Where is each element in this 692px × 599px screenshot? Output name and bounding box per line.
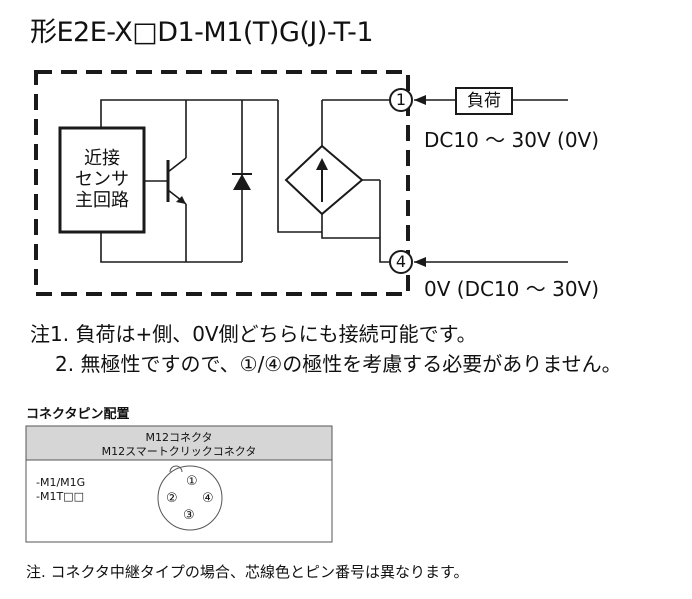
connector-header-line2: M12スマートクリックコネクタ [101,445,257,458]
connector-pin-3: ③ [183,508,195,523]
top-rail-wire [100,99,278,128]
sensor-block-line3: 主回路 [75,190,129,211]
sensor-block-box [58,126,146,234]
bridge-diamond [284,144,364,216]
terminal4-wire [321,214,389,263]
connector-header-line1: M12コネクタ [145,431,213,444]
load-box [455,87,513,115]
footer-note: 注. コネクタ中継タイプの場合、芯線色とピン番号は異なります。 [26,563,469,581]
load-label: 負荷 [467,91,501,111]
note-2: 2. 無極性ですので、①/④の極性を考慮する必要がありません。 [55,352,622,376]
note-1: 注1. 負荷は+側、0V側どちらにも接続可能です。 [30,322,477,346]
sensor-housing-outline [34,70,410,296]
connector-face [157,465,223,531]
connector-model-line1: -M1/M1G [36,476,86,489]
transistor-emitter-arrow [176,196,186,204]
diode-symbol [233,174,251,190]
sensor-block-line1: 近接 [84,148,120,169]
terminal-1-circle [389,88,413,112]
terminal4-arrow [414,257,426,267]
bottom-rail-wire [100,232,242,263]
bridge-arrow-head [316,158,328,170]
connector-key [169,465,183,473]
connector-section-title: コネクタピン配置 [26,407,130,422]
page-title: 形E2E-X□D1-M1(T)G(J)-T-1 [30,17,374,48]
bridge-left-wire [277,100,322,233]
transistor-collector [167,157,187,173]
connector-pin-1: ① [186,474,198,489]
sensor-block-label: 近接 センサ 主回路 [60,148,144,211]
sensor-block-line2: センサ [75,169,129,190]
terminal-1-digit: 1 [395,90,407,109]
terminal-4-digit: 4 [395,252,407,271]
terminal1-voltage-label: DC10 ～ 30V (0V) [424,128,600,152]
connector-pin-2: ② [166,491,178,506]
terminal1-arrow [414,95,426,105]
connector-pin-4: ④ [202,491,214,506]
connector-model-line2: -M1T□□ [36,490,84,503]
terminal4-voltage-label: 0V (DC10 ～ 30V) [424,277,600,301]
terminal-4-circle [389,250,413,274]
connector-table-header-bg [25,425,333,461]
